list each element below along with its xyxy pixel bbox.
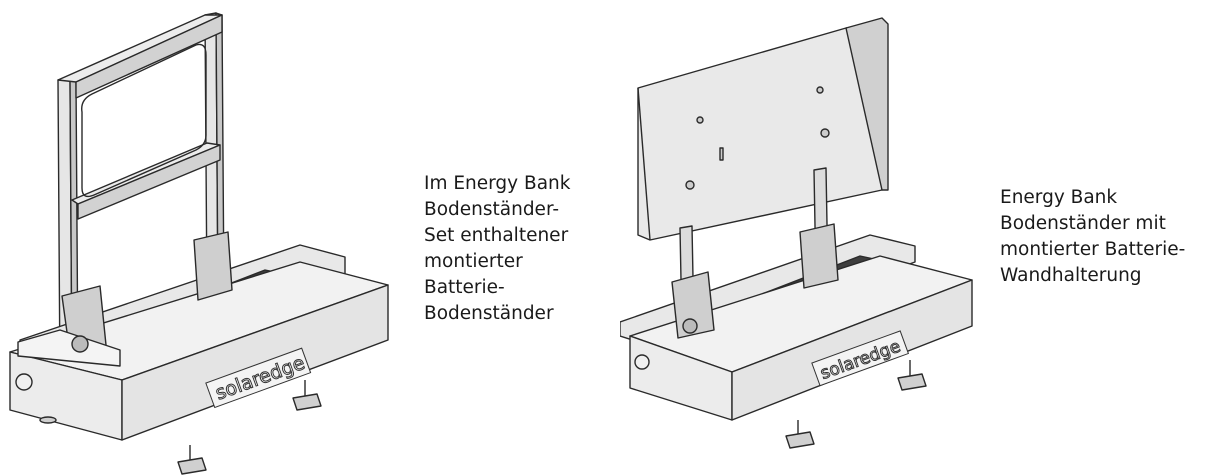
caption-wall-mount-stand: Energy Bank Bodenständer mit montierter … (1000, 187, 1186, 286)
floor-stand-illustration: solaredge (0, 0, 400, 476)
wall-mount-stand-illustration: solaredge (620, 0, 980, 476)
caption-floor-stand: Im Energy Bank Bodenständer- Set enthalt… (424, 173, 571, 324)
